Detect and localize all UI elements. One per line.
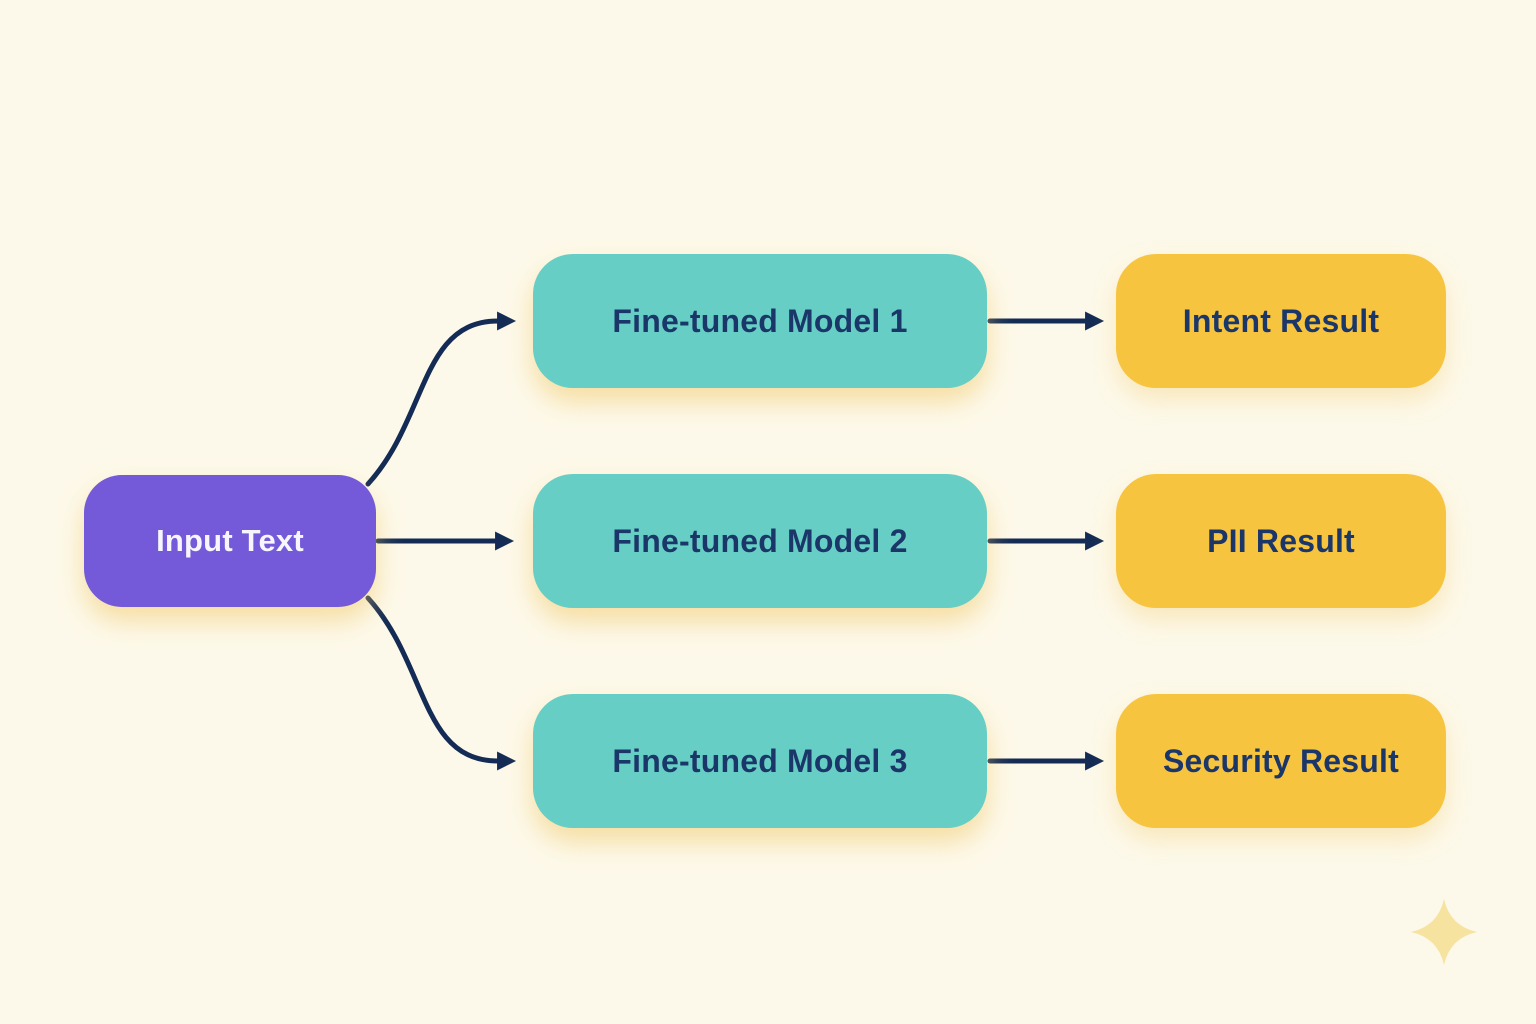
node-label: Intent Result bbox=[1182, 302, 1380, 339]
node-label: Fine-tuned Model 1 bbox=[612, 302, 908, 339]
node-result-intent: Intent Result bbox=[1116, 254, 1446, 388]
arrow-input-to-model-3 bbox=[365, 595, 517, 771]
node-result-security: Security Result bbox=[1116, 694, 1446, 828]
node-model-1: Fine-tuned Model 1 bbox=[533, 254, 987, 388]
node-label: Input Text bbox=[156, 523, 304, 558]
node-input-text: Input Text bbox=[84, 475, 376, 607]
node-model-3: Fine-tuned Model 3 bbox=[533, 694, 987, 828]
node-model-2: Fine-tuned Model 2 bbox=[533, 474, 987, 608]
sparkle-icon bbox=[1411, 899, 1477, 965]
node-label: Fine-tuned Model 3 bbox=[612, 742, 908, 779]
node-result-pii: PII Result bbox=[1116, 474, 1446, 608]
node-label: Fine-tuned Model 2 bbox=[612, 522, 908, 559]
node-label: PII Result bbox=[1207, 522, 1355, 559]
node-label: Security Result bbox=[1163, 742, 1399, 779]
arrow-input-to-model-1 bbox=[365, 311, 517, 487]
